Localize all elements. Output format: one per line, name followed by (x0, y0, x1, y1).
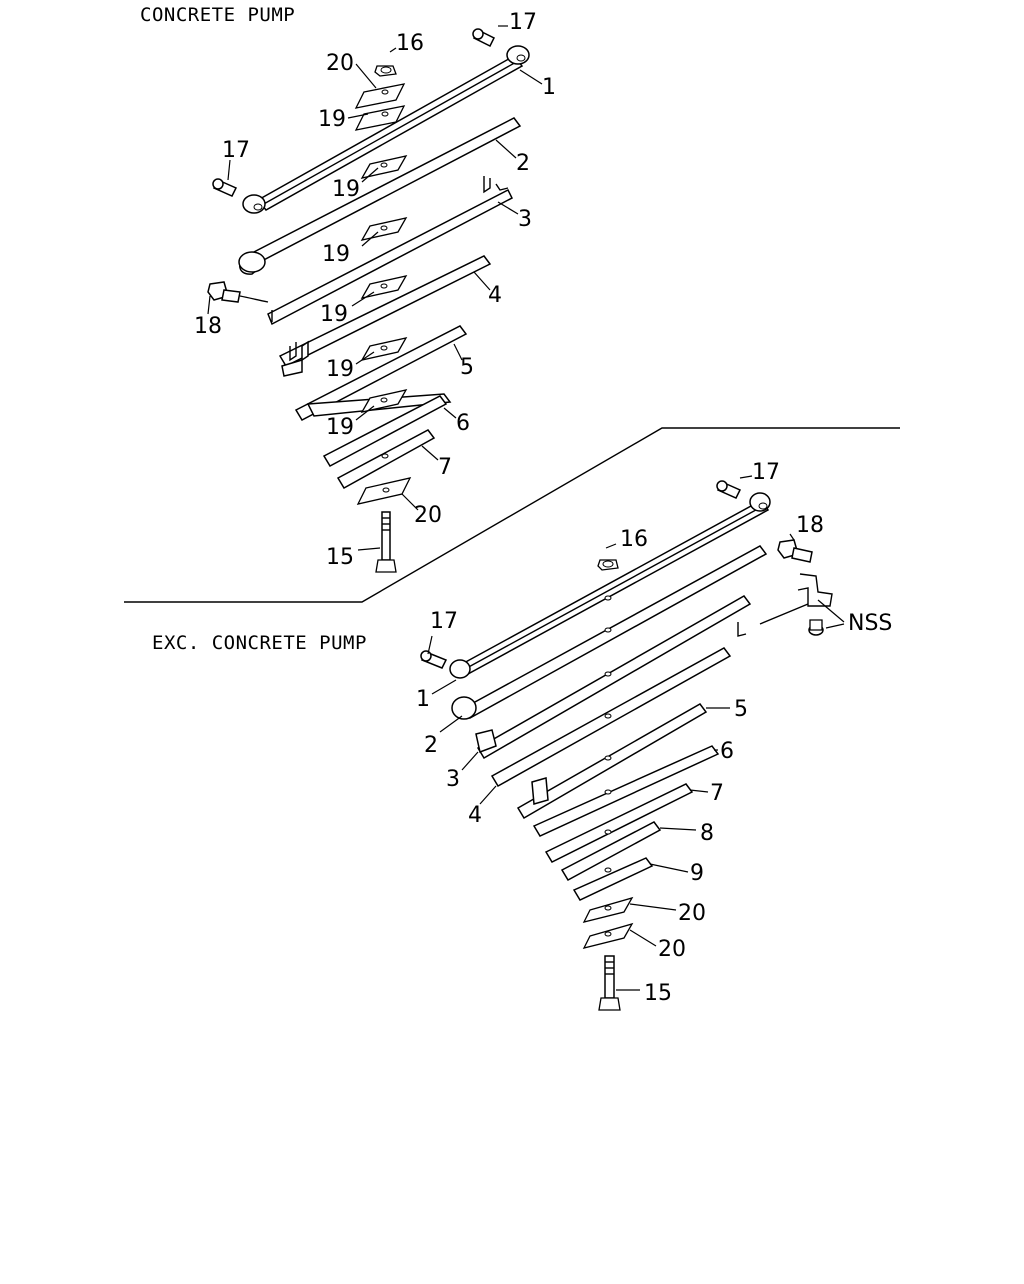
callout-1: 1 (416, 687, 430, 712)
callout-19: 19 (326, 415, 354, 440)
callout-19: 19 (326, 357, 354, 382)
section-divider (124, 427, 900, 603)
upper-leaf-2 (238, 117, 522, 275)
lower-leaf-6 (532, 745, 720, 837)
callout-17: 17 (752, 460, 780, 485)
lower-center-bolt-15 (598, 955, 621, 1011)
upper-plate-20-top (354, 83, 406, 109)
lower-bushing-17-top (716, 480, 742, 499)
lower-leaf-3 (475, 595, 752, 760)
upper-leaf-3 (267, 176, 513, 326)
callout-15: 15 (326, 545, 354, 570)
callout-19: 19 (320, 302, 348, 327)
upper-leaf-4 (278, 255, 492, 367)
callout-16: 16 (396, 31, 424, 56)
upper-bolt-18 (207, 281, 269, 303)
callout-nss: NSS (848, 611, 892, 636)
callout-5: 5 (734, 697, 748, 722)
callout-4: 4 (488, 283, 502, 308)
callout-6: 6 (720, 739, 734, 764)
callout-20: 20 (678, 901, 706, 926)
callout-19: 19 (332, 177, 360, 202)
lower-leaf-5 (516, 703, 708, 820)
upper-leaf-7 (336, 429, 436, 490)
callout-2: 2 (516, 151, 530, 176)
callout-19: 19 (318, 107, 346, 132)
callout-20: 20 (414, 503, 442, 528)
callout-18: 18 (194, 314, 222, 339)
upper-center-bolt-15 (375, 511, 397, 573)
upper-assembly: 17 16 20 1 19 17 2 19 3 19 4 19 18 5 19 … (194, 10, 556, 573)
upper-bushing-17-top (472, 28, 496, 48)
upper-spacer-19-a (354, 105, 406, 131)
callout-19: 19 (322, 242, 350, 267)
callout-1: 1 (542, 75, 556, 100)
lower-leaf-2 (451, 545, 768, 720)
upper-leaf-6b (322, 395, 448, 467)
lower-shackle-bracket-nss (737, 573, 833, 637)
callout-20: 20 (658, 937, 686, 962)
callout-9: 9 (690, 861, 704, 886)
lower-leaf-1 (449, 492, 771, 679)
section-title-exc-concrete-pump: EXC. CONCRETE PUMP (152, 632, 367, 654)
callout-15: 15 (644, 981, 672, 1006)
lower-bushing-17-left (420, 650, 448, 669)
callout-5: 5 (460, 355, 474, 380)
lower-leaf-7 (544, 783, 694, 863)
lower-bolt-18 (777, 539, 813, 563)
callout-16: 16 (620, 527, 648, 552)
upper-bushing-17-left (212, 178, 238, 197)
callout-3: 3 (518, 207, 532, 232)
upper-nut-16 (374, 65, 397, 77)
section-title-concrete-pump: CONCRETE PUMP (140, 4, 295, 26)
callout-17: 17 (509, 10, 537, 35)
callout-18: 18 (796, 513, 824, 538)
lower-assembly: 17 16 18 NSS 17 1 2 3 4 5 6 7 8 9 20 20 … (416, 460, 892, 1011)
callout-7: 7 (710, 781, 724, 806)
callout-7: 7 (438, 455, 452, 480)
lower-leaf-9 (572, 857, 654, 901)
upper-leaf-1 (242, 45, 530, 214)
callout-20: 20 (326, 51, 354, 76)
callout-4: 4 (468, 803, 482, 828)
lower-nut-16 (597, 559, 619, 571)
callout-2: 2 (424, 733, 438, 758)
callout-3: 3 (446, 767, 460, 792)
callout-17: 17 (222, 138, 250, 163)
upper-leaf-5 (281, 325, 468, 421)
callout-17: 17 (430, 609, 458, 634)
callout-6: 6 (456, 411, 470, 436)
lower-leaf-8 (560, 821, 662, 882)
callout-8: 8 (700, 821, 714, 846)
